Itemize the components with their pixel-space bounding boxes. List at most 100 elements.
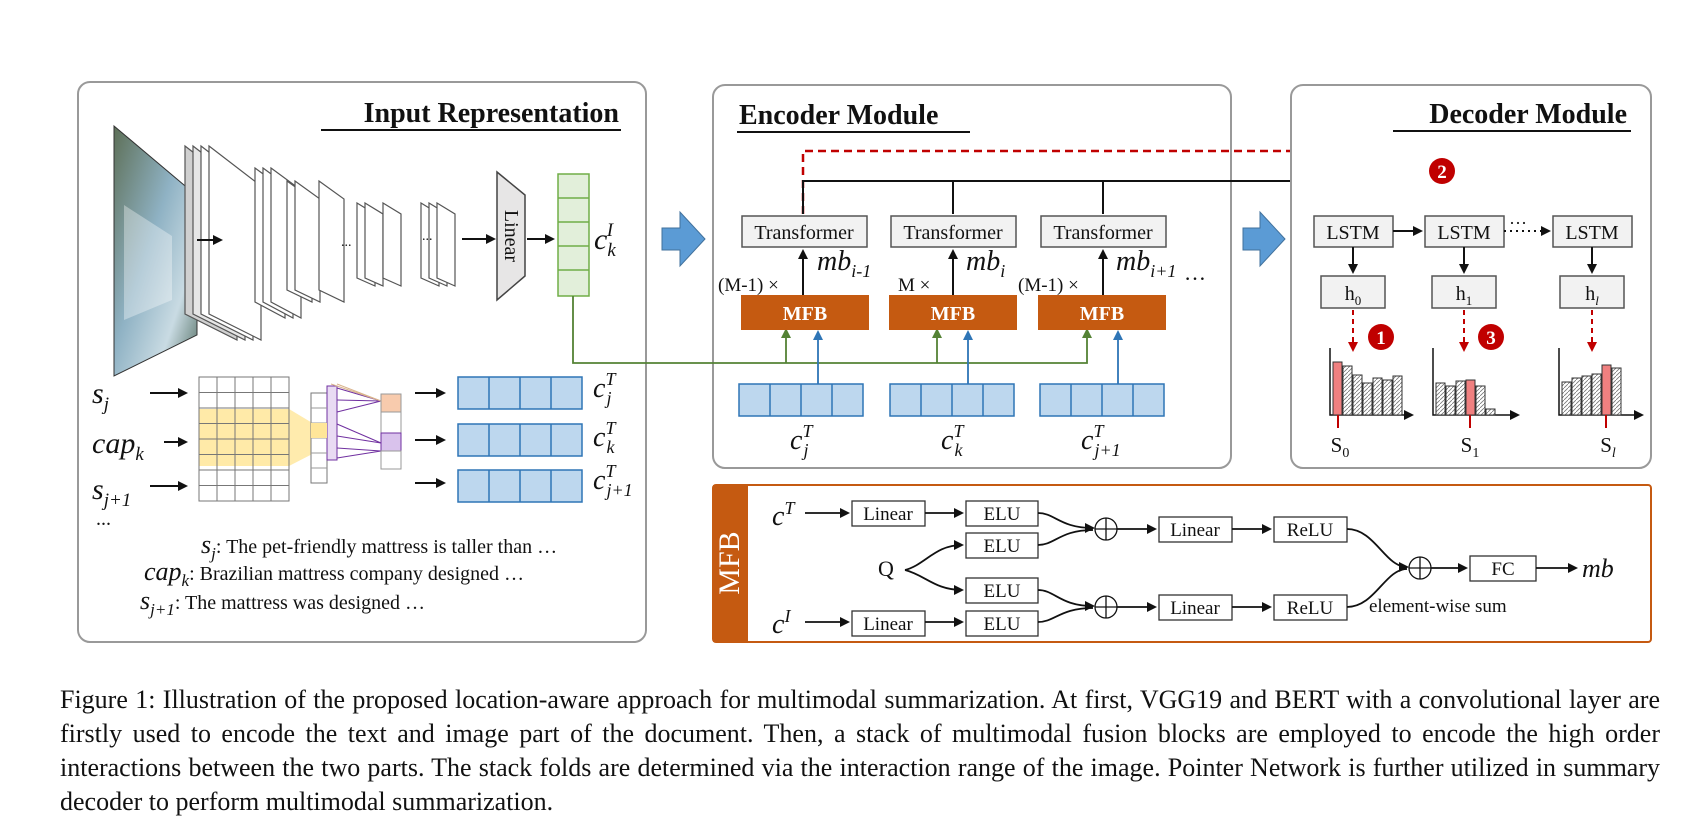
row-label-sj1: sj+1 [92, 473, 131, 511]
mfb-linear-text [851, 500, 926, 527]
transformer-box-1 [741, 215, 868, 248]
marker-1-label: 1 [1376, 328, 1386, 349]
summary-step-label-0: S0 [1331, 433, 1350, 461]
lstm-label-0: LSTM [1326, 222, 1380, 244]
linear-label: Linear [500, 210, 522, 263]
mfb-fc-box [1469, 555, 1537, 582]
mfb-fc-label: FC [1491, 559, 1514, 580]
mfb-elu-1-label: ELU [984, 504, 1021, 525]
text-vector-cj [457, 376, 583, 410]
embedding-grid [198, 376, 324, 502]
photo-highlight [124, 205, 172, 320]
output-label-3: mbi+1 [1116, 246, 1176, 281]
q-to-elu-2-arrow [904, 540, 964, 571]
encoder-module-panel: Encoder Module Transformer MFB (M-1) × m… [572, 84, 1476, 469]
elu-4-to-sum-2 [1037, 607, 1094, 623]
mfb-linear-text-label: Linear [863, 504, 913, 525]
marker-2 [1429, 158, 1455, 184]
repeat-label-3: (M-1) × [1018, 275, 1079, 296]
encoder-to-decoder-block-arrow [1242, 210, 1286, 268]
lstm-label-2: LSTM [1565, 222, 1619, 244]
sum-node-final [1408, 556, 1432, 580]
encoder-input-vector-1 [738, 383, 864, 417]
hidden-label-2: hl [1585, 283, 1599, 308]
vgg-ellipsis-1: ... [341, 235, 352, 250]
hidden-box-0 [1320, 275, 1386, 309]
output-label-1: mbi-1 [817, 246, 871, 281]
encoder-input-vector-3 [1039, 383, 1165, 417]
mfb-text-input-label: cT [772, 498, 796, 532]
relu-top-to-sum [1346, 528, 1409, 572]
transformer-label-1: Transformer [754, 222, 854, 244]
q-to-elu-3-arrow [904, 569, 964, 595]
summary-step-label-1: S1 [1461, 433, 1480, 461]
architecture-diagram: Input Representation ... ... [77, 81, 1652, 643]
conv-feature-maps [310, 383, 402, 484]
mfb-elu-3 [965, 577, 1039, 604]
attention-histogram-0 [1329, 348, 1414, 428]
transformer-box-3 [1040, 215, 1167, 248]
mfb-output-label: mb [1582, 554, 1614, 583]
elu-1-to-sum-1 [1037, 512, 1095, 533]
attention-histogram-2 [1558, 348, 1644, 428]
mfb-relu-top-label: ReLU [1287, 520, 1334, 541]
elu-3-to-sum-2 [1037, 589, 1095, 611]
mfb-image-input-label: cI [772, 606, 791, 640]
row-label-capk: capk [92, 427, 144, 465]
mfb-detail-panel: MFB cT cI Q Linear Linear ELU ELU ELU EL… [712, 484, 1652, 643]
hidden-label-0: h0 [1345, 283, 1362, 308]
marker-3-label: 3 [1486, 328, 1496, 349]
encoder-panel-title: Encoder Module [739, 100, 938, 131]
transformer-label-2: Transformer [903, 222, 1003, 244]
sum-node-1 [1094, 517, 1118, 541]
input-panel-title: Input Representation [364, 98, 620, 129]
text-vector-cj1 [457, 469, 583, 503]
mfb-side-bar [713, 485, 748, 642]
output-label-2: mbi [966, 246, 1005, 281]
relu-bottom-to-sum [1346, 568, 1408, 608]
mfb-relu-bottom-label: ReLU [1287, 598, 1334, 619]
marker-3 [1478, 324, 1504, 350]
hidden-box-1 [1431, 275, 1497, 309]
image-vector-label: ckI [594, 220, 616, 261]
hidden-label-1: h1 [1456, 283, 1473, 308]
mfb-elu-3-label: ELU [984, 581, 1021, 602]
mfb-box-3 [1038, 295, 1166, 330]
encoder-ellipsis: … [1184, 260, 1206, 285]
mfb-elu-4 [965, 610, 1039, 637]
marker-1 [1368, 324, 1394, 350]
example-sj: sj: The pet-friendly mattress is taller … [201, 530, 557, 563]
mfb-relu-bottom [1273, 594, 1348, 621]
marker-2-label: 2 [1437, 162, 1447, 183]
lstm-label-1: LSTM [1437, 222, 1491, 244]
decoder-panel-title: Decoder Module [1429, 99, 1627, 130]
mfb-query-label: Q [878, 556, 894, 581]
mfb-elu-1 [965, 500, 1039, 527]
repeat-label-2: M × [898, 275, 930, 296]
mfb-elu-2-label: ELU [984, 536, 1021, 557]
row-label-sj: sj [92, 377, 109, 415]
element-wise-sum-note: element-wise sum [1369, 596, 1507, 617]
mfb-linear-image [851, 610, 926, 637]
transformer-label-3: Transformer [1053, 222, 1153, 244]
figure-caption: Figure 1: Illustration of the proposed l… [60, 685, 1660, 816]
elu-2-to-sum-1 [1037, 529, 1094, 546]
mfb-elu-4-label: ELU [984, 614, 1021, 635]
decoder-ellipsis: ··· [1509, 213, 1527, 233]
mfb-elu-2 [965, 532, 1039, 559]
hidden-box-2 [1559, 275, 1625, 309]
linear-trapezoid [496, 170, 526, 302]
mfb-side-label: MFB [713, 531, 746, 594]
decoder-module-panel: Decoder Module LSTM LSTM LSTM ··· h0 h1 … [1290, 84, 1652, 469]
repeat-label-1: (M-1) × [718, 275, 779, 296]
lstm-box-2 [1552, 215, 1633, 248]
mfb-linear-image-label: Linear [863, 614, 913, 635]
